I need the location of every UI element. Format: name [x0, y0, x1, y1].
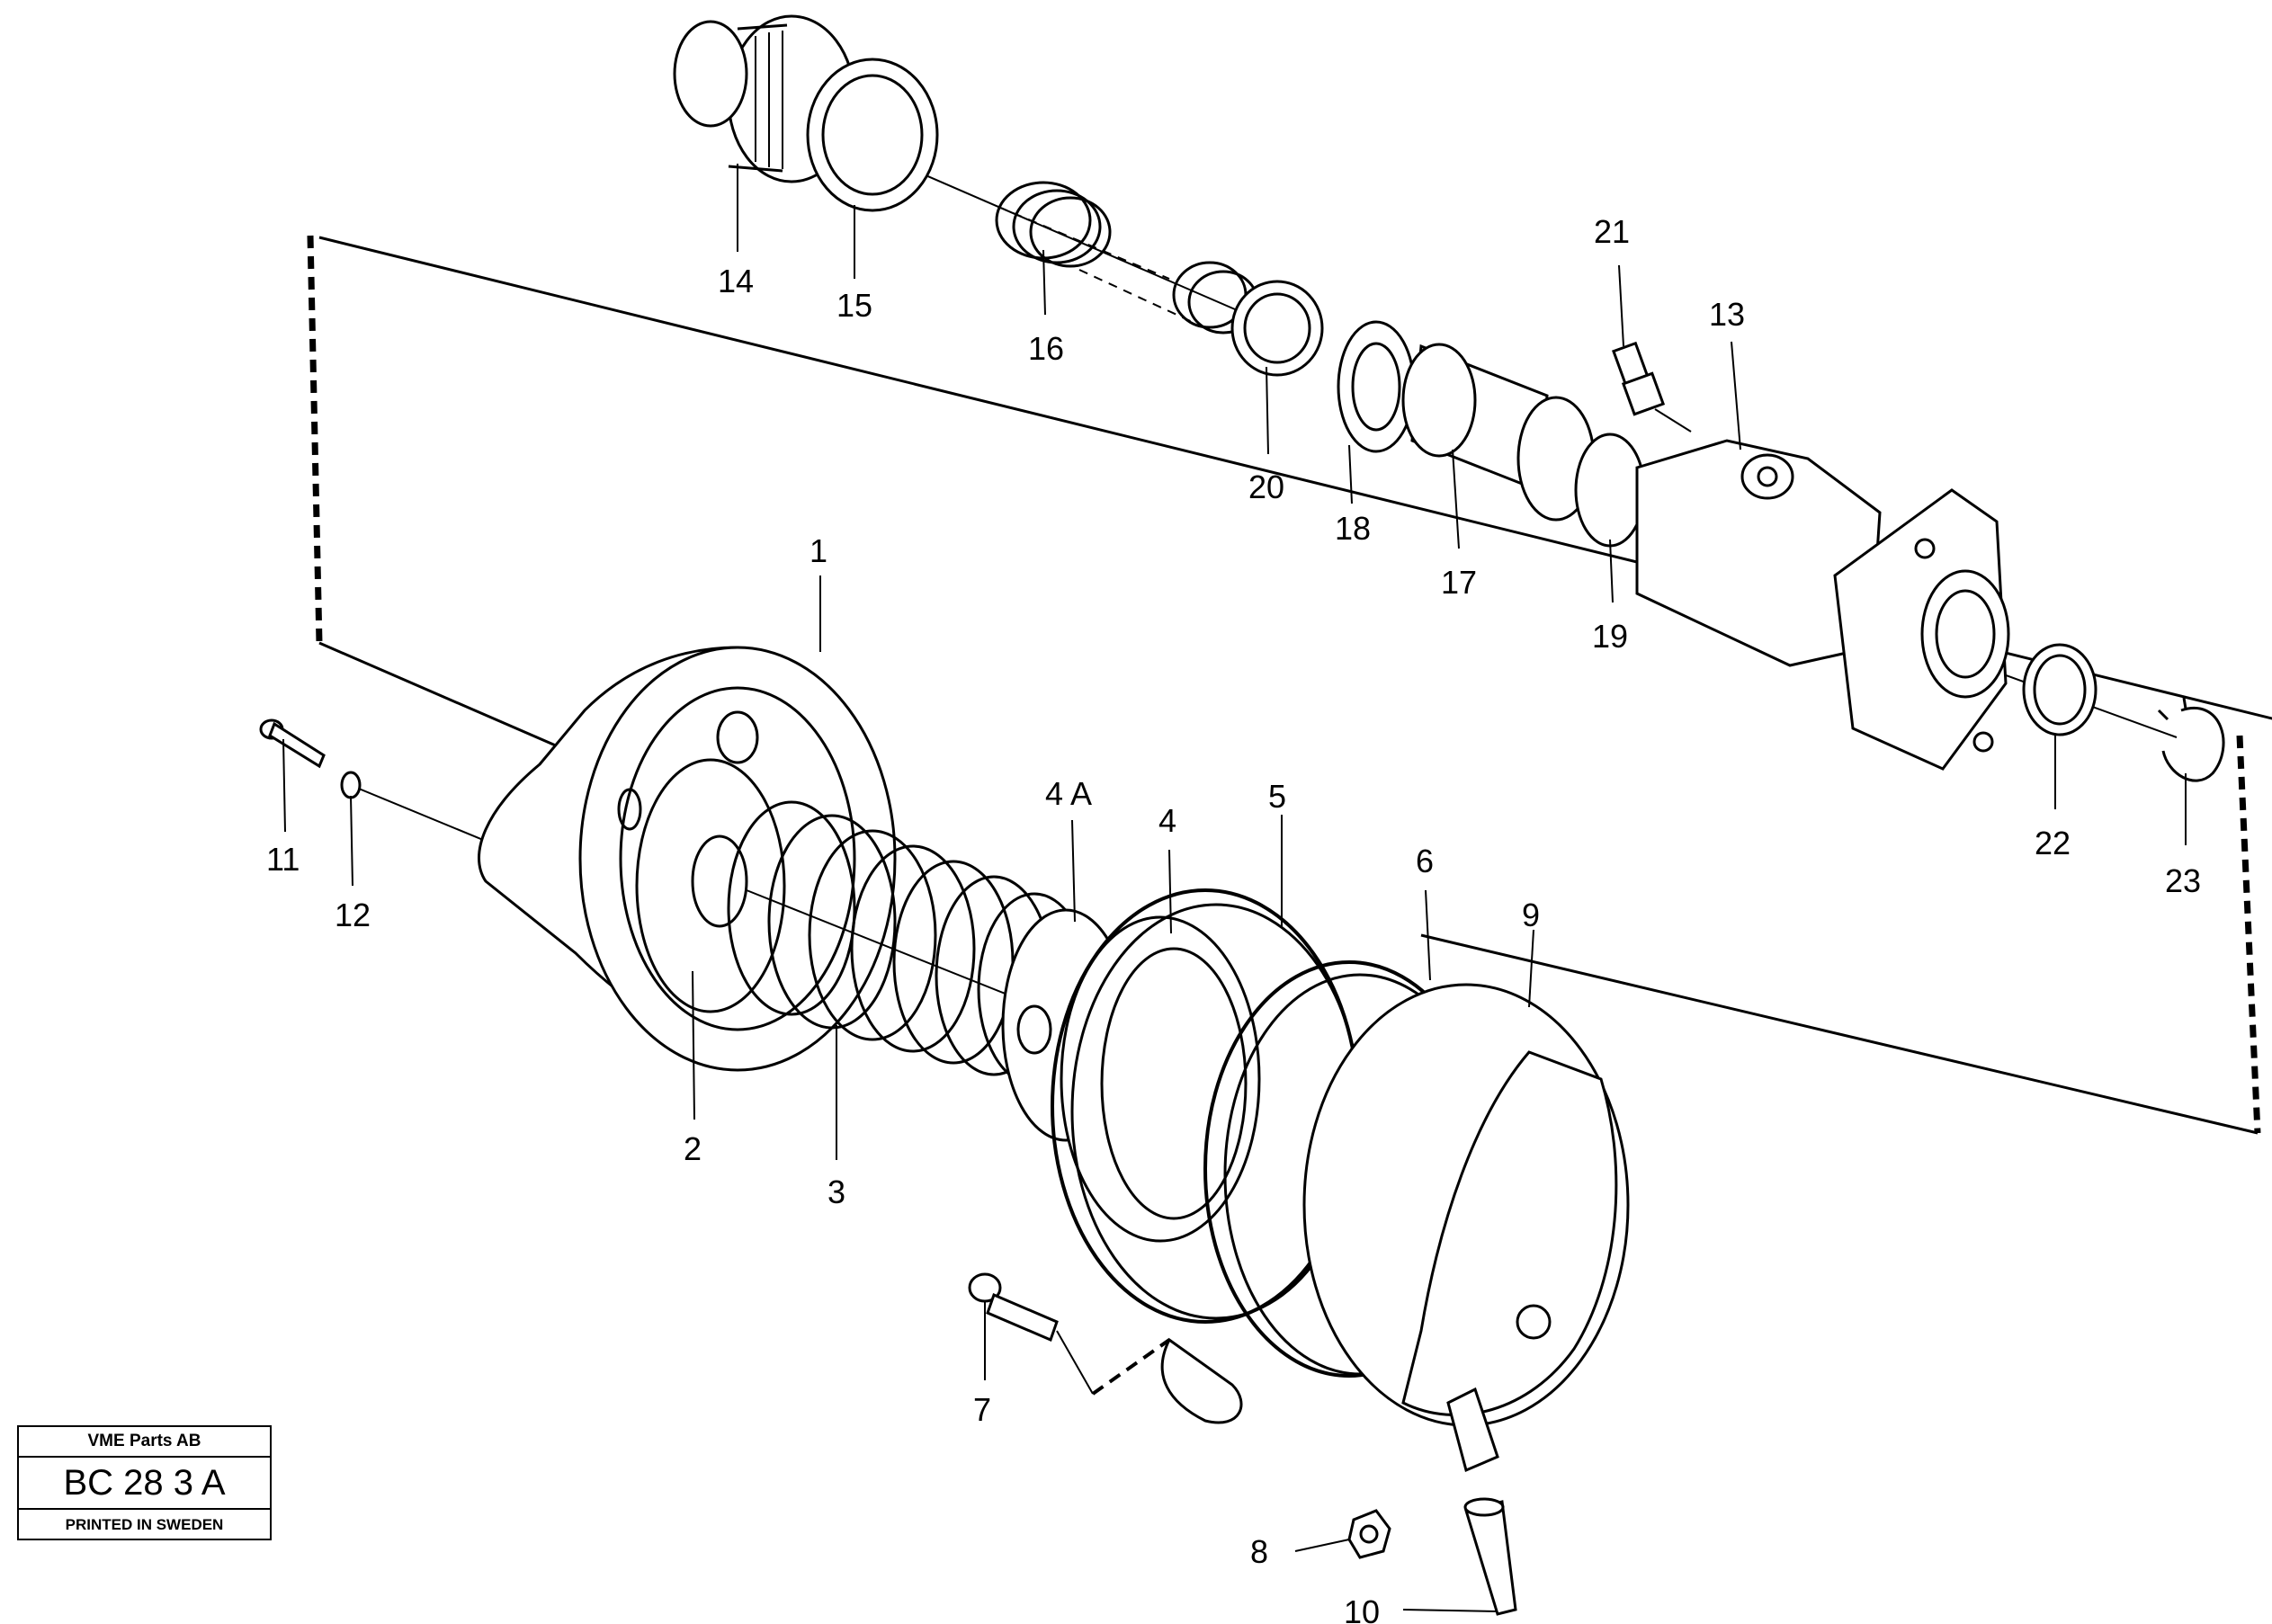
- part-number-labels: 14 15 16 20 18 17 19 21 13 22 23 1 2 3 4…: [266, 213, 2201, 1624]
- label-4a: 4 A: [1045, 775, 1092, 812]
- stamp-code: BC 28 3 A: [19, 1458, 270, 1510]
- label-20: 20: [1248, 468, 1284, 505]
- part-18-seal: [1337, 320, 1416, 453]
- part-15-seal-ring: [806, 58, 939, 212]
- part-12-washer: [340, 771, 362, 799]
- part-19-piston-seals: [1516, 396, 1646, 548]
- label-18: 18: [1335, 510, 1371, 547]
- part-21-bleed-nipple: [1612, 341, 1692, 433]
- label-12: 12: [335, 897, 371, 933]
- label-19: 19: [1592, 618, 1628, 655]
- label-7: 7: [973, 1391, 991, 1428]
- part-16-springs: [995, 181, 1259, 335]
- part-22-ring: [2022, 643, 2098, 736]
- label-1: 1: [810, 532, 827, 569]
- part-20-o-ring: [1230, 280, 1324, 377]
- part-17-piston-rod: [1401, 343, 1549, 493]
- part-11-pin: [259, 718, 326, 769]
- label-22: 22: [2035, 825, 2071, 861]
- part-23-circlip: [2157, 697, 2225, 782]
- label-8: 8: [1250, 1533, 1268, 1570]
- label-23: 23: [2165, 862, 2201, 899]
- stamp-company: VME Parts AB: [19, 1427, 270, 1458]
- label-9: 9: [1522, 897, 1540, 933]
- label-11: 11: [266, 841, 300, 878]
- part-8-nut: [1347, 1509, 1391, 1559]
- label-13: 13: [1709, 296, 1745, 333]
- label-14: 14: [718, 263, 754, 299]
- part-7-bolt: [968, 1272, 1094, 1395]
- label-3: 3: [827, 1173, 845, 1210]
- part-9-cover: [1302, 983, 1630, 1473]
- part-13-valve-body: [1635, 439, 2010, 771]
- label-6: 6: [1416, 843, 1434, 879]
- label-15: 15: [836, 287, 872, 324]
- leader-lines: [282, 164, 2187, 1612]
- label-16: 16: [1028, 330, 1064, 367]
- label-2: 2: [684, 1130, 702, 1167]
- stamp-printed: PRINTED IN SWEDEN: [65, 1516, 224, 1533]
- part-2-seal: [635, 758, 786, 1013]
- part-4-diaphragm: [1060, 915, 1261, 1243]
- label-4: 4: [1158, 802, 1176, 839]
- title-stamp: VME Parts AB BC 28 3 A PRINTED IN SWEDEN: [17, 1425, 272, 1540]
- label-5: 5: [1268, 778, 1286, 815]
- label-21: 21: [1594, 213, 1630, 250]
- label-10: 10: [1344, 1593, 1380, 1624]
- label-17: 17: [1441, 564, 1477, 601]
- part-10-pin: [1463, 1497, 1517, 1616]
